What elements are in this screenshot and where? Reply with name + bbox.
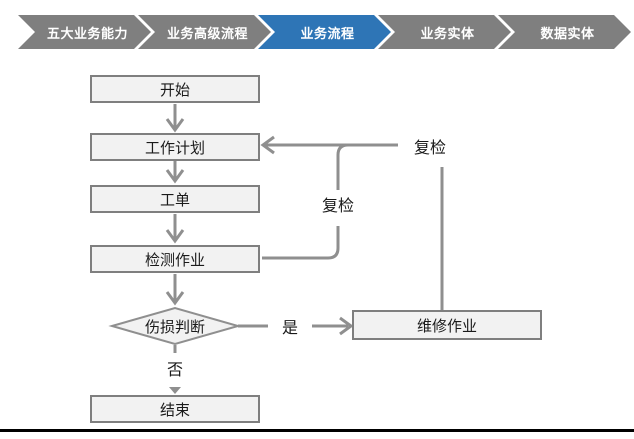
breadcrumb-step-label: 数据实体 <box>540 25 595 41</box>
edge-label-yes: 是 <box>274 315 306 337</box>
node-start: 开始 <box>90 75 260 103</box>
breadcrumb-step-label: 业务流程 <box>300 25 355 41</box>
arrowhead-right-icon <box>339 316 354 336</box>
arrowhead-small-down-icon <box>169 387 181 394</box>
node-label: 结束 <box>159 401 190 419</box>
node-label: 检测作业 <box>144 251 205 269</box>
node-end: 结束 <box>90 395 260 423</box>
node-repair: 维修作业 <box>352 310 542 340</box>
breadcrumb-step-business-process[interactable]: 业务流程 <box>258 15 391 49</box>
edge-label-no: 否 <box>159 357 191 379</box>
arrowhead-down-icon <box>165 229 185 244</box>
arrowhead-down-icon <box>165 169 185 184</box>
breadcrumb-step-data-entity[interactable]: 数据实体 <box>498 15 631 49</box>
breadcrumb-step-label: 业务实体 <box>420 25 475 41</box>
node-label: 伤损判断 <box>144 318 205 336</box>
node-inspection: 检测作业 <box>90 245 260 273</box>
arrowhead-down-icon <box>165 118 185 133</box>
breadcrumb-step-five-capabilities[interactable]: 五大业务能力 <box>18 15 151 49</box>
edge-label-recheck-outer: 复检 <box>406 134 454 158</box>
node-label: 工作计划 <box>144 139 205 157</box>
node-work-plan: 工作计划 <box>90 133 260 161</box>
edge-inspection-recheck-upper <box>336 143 349 190</box>
edge-label-recheck-inner: 复检 <box>314 192 362 216</box>
breadcrumb-step-label: 五大业务能力 <box>46 25 128 41</box>
arrowhead-left-icon <box>260 135 275 155</box>
bottom-divider <box>0 429 634 432</box>
node-label: 工单 <box>159 191 190 209</box>
node-damage-decision: 伤损判断 <box>115 316 235 336</box>
node-work-order: 工单 <box>90 185 260 213</box>
node-label: 维修作业 <box>416 317 477 335</box>
breadcrumb-step-label: 业务高级流程 <box>166 25 248 41</box>
node-label: 开始 <box>159 81 190 99</box>
breadcrumb-step-high-level-process[interactable]: 业务高级流程 <box>138 15 271 49</box>
arrowhead-down-icon <box>165 291 185 306</box>
breadcrumb-step-business-entity[interactable]: 业务实体 <box>378 15 511 49</box>
edge-inspection-recheck-lower <box>262 226 340 260</box>
